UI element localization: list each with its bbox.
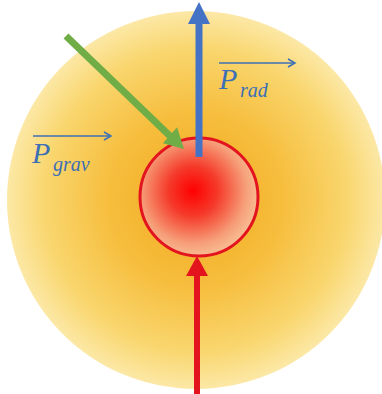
radiation-arrowhead	[188, 2, 210, 24]
core-arrowhead	[186, 256, 208, 276]
pressure-subscript: rad	[240, 80, 268, 100]
core-arrow	[194, 274, 200, 394]
vector-overarrow-head	[288, 59, 295, 67]
vector-overarrow	[33, 135, 110, 137]
pressure-symbol: P	[32, 138, 50, 168]
pressure-symbol: P	[219, 64, 237, 94]
radiation-arrow	[196, 22, 203, 157]
pressure-subscript: grav	[53, 154, 90, 174]
vector-overarrow-head	[104, 132, 111, 140]
gravity-arrow	[66, 36, 171, 137]
gravity-arrowhead	[163, 127, 184, 149]
